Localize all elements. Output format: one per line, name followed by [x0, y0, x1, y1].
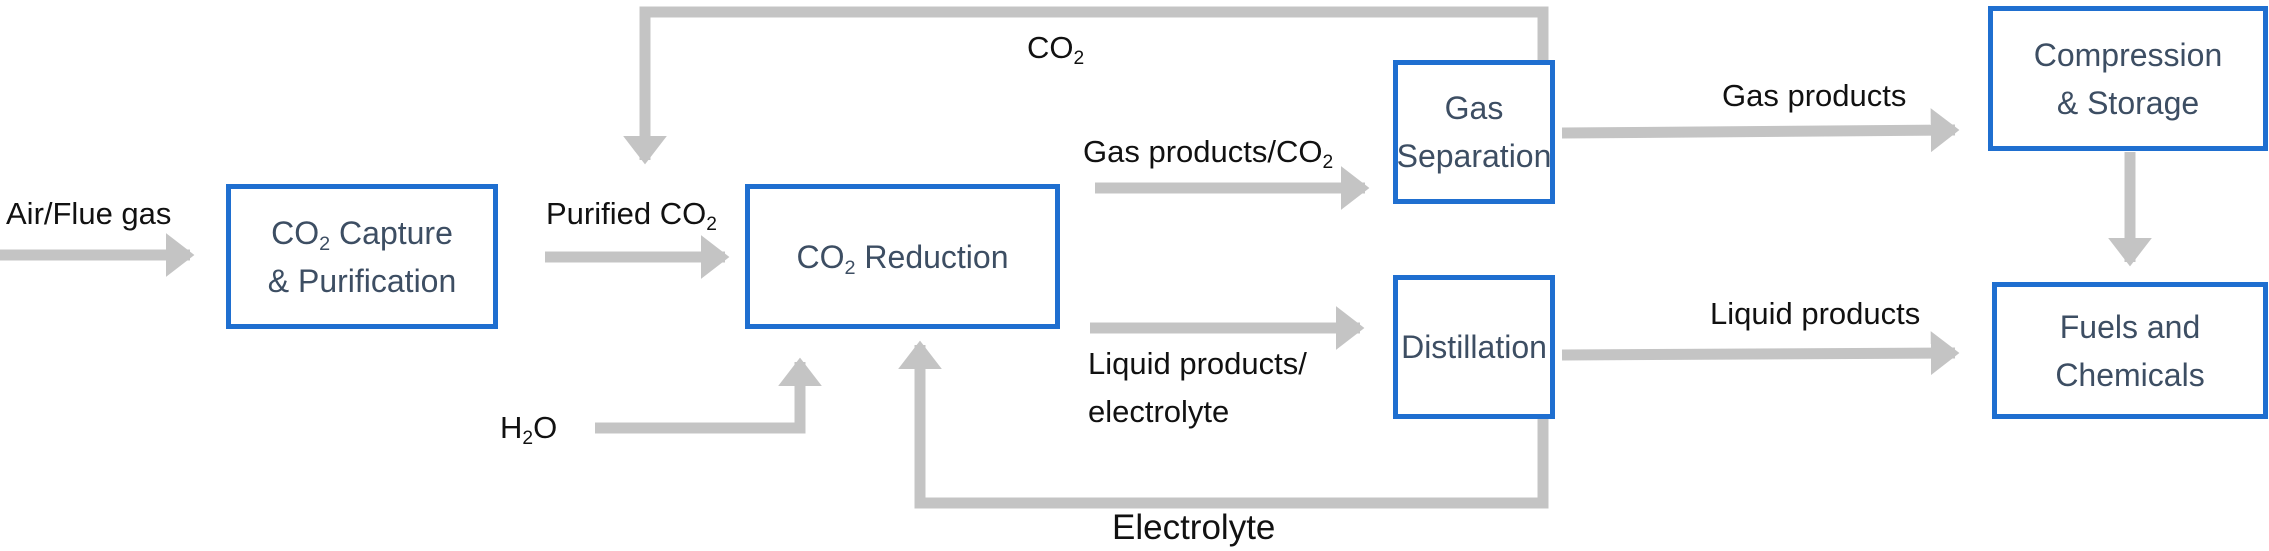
box-co2-capture-purification: CO2 Capture & Purification [226, 184, 498, 329]
box-compression-line1: Compression [2033, 36, 2223, 73]
box-capture-line2: & Purification [267, 262, 457, 299]
arrow-h2o-to-reduction [595, 357, 822, 434]
box-co2-reduction: CO2 Reduction [745, 184, 1060, 329]
box-gas-separation: Gas Separation [1393, 60, 1555, 204]
box-gas-separation-line1: Gas [1444, 90, 1504, 126]
box-compression-storage: Compression & Storage [1988, 6, 2268, 151]
box-capture-line1: CO2 Capture [271, 214, 453, 255]
box-fuels-line2: Chemicals [2055, 356, 2205, 393]
label-electrolyte: Electrolyte [1112, 508, 1276, 547]
label-liquid-products: Liquid products [1710, 296, 1921, 331]
label-air-flue-gas: Air/Flue gas [6, 196, 172, 231]
box-compression-line2: & Storage [2056, 84, 2200, 121]
label-gas-products-co2: Gas products/CO2 [1083, 134, 1334, 173]
box-distillation: Distillation [1393, 275, 1555, 419]
box-reduction-label: CO2 Reduction [796, 238, 1009, 279]
label-purified-co2: Purified CO2 [546, 196, 717, 235]
arrow-electrolyte-recycle-loop [898, 340, 1549, 509]
box-distillation-label: Distillation [1401, 329, 1547, 365]
label-gas-products: Gas products [1722, 78, 1907, 113]
box-fuels-line1: Fuels and [2059, 308, 2201, 345]
arrow-co2-recycle-loop [623, 6, 1549, 165]
box-fuels-chemicals: Fuels and Chemicals [1992, 282, 2268, 419]
label-recycle-co2: CO2 [1027, 30, 1085, 69]
label-liquid-products-electrolyte: Liquid products/ electrolyte [1088, 346, 1307, 429]
arrow-distillation-to-fuels [1561, 331, 1960, 376]
arrow-gas-separation-to-compression [1561, 108, 1960, 153]
box-gas-separation-line2: Separation [1396, 138, 1552, 174]
label-h2o: H2O [500, 410, 558, 449]
